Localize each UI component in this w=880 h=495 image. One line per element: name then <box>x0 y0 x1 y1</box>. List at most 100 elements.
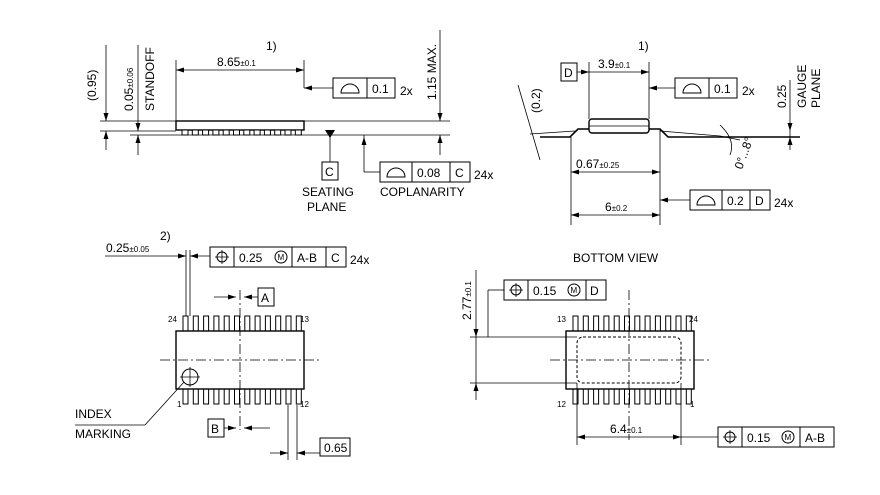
pad-width-value: 6.4 <box>610 422 627 436</box>
profile-ref: D <box>755 194 764 208</box>
lead-lower <box>634 388 641 405</box>
lead-lower <box>244 388 251 405</box>
flatness-value: 0.1 <box>372 82 389 96</box>
side-lead <box>263 129 271 136</box>
position-ref-2: D <box>590 284 599 298</box>
seating-label-2: PLANE <box>307 200 346 214</box>
profile-symbol-2-icon <box>696 195 716 206</box>
position-ref1: A-B <box>297 251 317 265</box>
side-lead <box>253 129 261 136</box>
standoff-label: STANDOFF <box>143 47 157 111</box>
pad-width-tol: ±0.1 <box>627 426 643 435</box>
top-leads-upper <box>182 315 302 332</box>
side-lead <box>294 129 302 136</box>
lead-length-tol: ±0.25 <box>599 161 620 170</box>
coplanarity-mult: 24x <box>474 168 493 182</box>
svg-text:6.4±0.1: 6.4±0.1 <box>610 422 643 436</box>
side-view-width: D 1) 3.9±0.1 0.1 2x (0.2) 0.25 GAUGE PLA… <box>517 39 823 225</box>
dim-02: (0.2) <box>529 88 543 113</box>
lead-upper <box>234 315 240 332</box>
dim-095: (0.95) <box>85 70 99 101</box>
lead-upper <box>254 315 261 332</box>
note-1-side: 1) <box>266 39 277 53</box>
mmc-mod-2: M <box>571 286 578 295</box>
length-value: 8.65 <box>217 55 241 69</box>
lead-upper <box>213 315 220 332</box>
bottom-view: BOTTOM VIEW 13 24 12 1 2.77±0.1 0.15 M D <box>460 251 835 448</box>
lead-lower <box>182 388 189 405</box>
lead-lower <box>203 388 210 405</box>
lead-upper <box>203 315 210 332</box>
standoff-value: 0.05 <box>122 87 136 111</box>
lead-width-tol: ±0.05 <box>129 245 150 254</box>
side-lead <box>233 129 240 136</box>
index-label-2: MARKING <box>75 427 131 441</box>
datum-d: D <box>564 66 573 80</box>
side-lead <box>284 129 292 136</box>
pin-12-top: 12 <box>300 400 309 409</box>
lead-width-value: 0.25 <box>106 241 130 255</box>
mmc-symbol-2-icon <box>567 283 581 297</box>
lead-lower <box>593 388 600 405</box>
svg-text:0.67±0.25: 0.67±0.25 <box>576 157 620 171</box>
lead-lower <box>613 388 620 405</box>
package-body-side <box>175 120 305 131</box>
lead-upper <box>634 315 641 332</box>
lead-lower <box>582 388 589 405</box>
svg-text:3.9±0.1: 3.9±0.1 <box>598 57 631 71</box>
position-value: 0.25 <box>239 251 263 265</box>
gauge-label-1: GAUGE <box>795 65 809 108</box>
datum-c: C <box>325 165 334 179</box>
svg-text:8.65±0.1: 8.65±0.1 <box>217 55 256 69</box>
lead-lower <box>654 388 661 405</box>
lead-upper <box>675 315 682 332</box>
coplanarity-label: COPLANARITY <box>380 185 465 199</box>
position-ref-3: A-B <box>805 431 825 445</box>
flatness-mult: 2x <box>400 84 413 98</box>
lead-upper <box>192 315 199 332</box>
pin-24-top: 24 <box>168 315 177 324</box>
profile-symbol-icon <box>386 167 406 178</box>
position-ref2: C <box>331 251 340 265</box>
mmc-mod-3: M <box>785 433 792 442</box>
lead-lower <box>234 388 240 405</box>
lead-lower <box>285 388 292 405</box>
lead-lower <box>213 388 220 405</box>
lead-upper <box>644 315 651 332</box>
pad-height-tol: ±0.1 <box>464 281 473 297</box>
flatness-symbol-icon <box>340 83 360 94</box>
mmc-symbol-3-icon <box>781 430 795 444</box>
lead-upper <box>285 315 292 332</box>
side-lead <box>212 129 220 136</box>
flatness-mult-2: 2x <box>742 84 755 98</box>
mmc-mod: M <box>278 253 285 262</box>
bottom-view-title: BOTTOM VIEW <box>573 251 659 265</box>
lead-lower <box>603 388 610 405</box>
pin-1-bottom: 1 <box>690 400 695 409</box>
side-leads <box>181 129 302 136</box>
index-label-1: INDEX <box>75 407 112 421</box>
pin-13-bottom: 13 <box>557 315 566 324</box>
position-value-2: 0.15 <box>533 284 557 298</box>
lead-lower <box>275 388 282 405</box>
bottom-leads-lower <box>572 388 692 405</box>
pad-height-value: 2.77 <box>460 296 474 320</box>
side-lead <box>191 129 199 136</box>
lead-lower <box>254 388 261 405</box>
datum-b: B <box>211 422 219 436</box>
side-lead <box>274 129 282 136</box>
position-mult: 24x <box>350 253 369 267</box>
profile-value: 0.2 <box>727 194 744 208</box>
gauge-label-2: PLANE <box>809 69 823 108</box>
position-value-3: 0.15 <box>747 431 771 445</box>
side-lead <box>181 129 189 136</box>
coplanarity-value: 0.08 <box>417 166 441 180</box>
mmc-symbol-icon <box>274 250 288 264</box>
top-view: INDEX MARKING 24 13 1 12 0.25±0.05 2) 0.… <box>75 229 369 460</box>
max-height: 1.15 MAX. <box>425 44 439 100</box>
lead-upper <box>603 315 610 332</box>
lead-lower <box>675 388 682 405</box>
span-value: 6 <box>605 200 612 214</box>
note-2: 2) <box>160 229 171 243</box>
